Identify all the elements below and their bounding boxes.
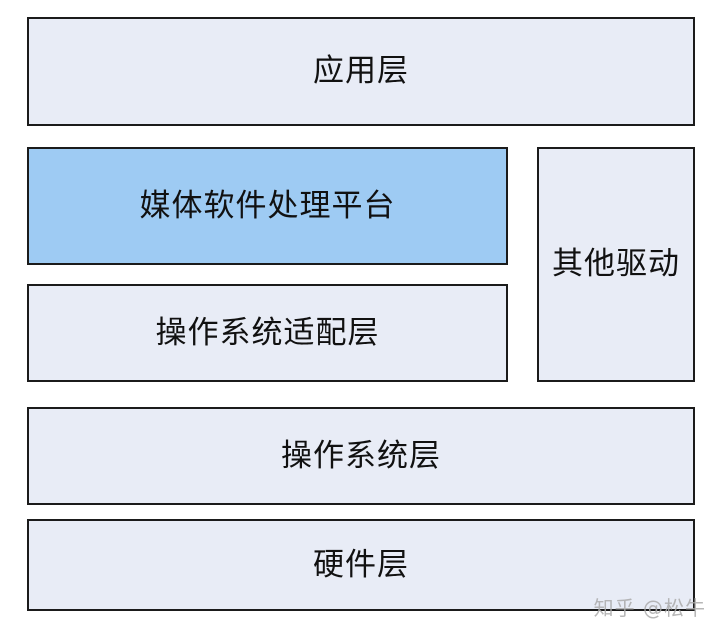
hardware-layer-box: 硬件层 (27, 519, 695, 611)
os-adapter-layer-box: 操作系统适配层 (27, 284, 508, 382)
os-layer-label: 操作系统层 (281, 437, 441, 474)
other-drivers-box: 其他驱动 (537, 147, 695, 382)
media-platform-label: 媒体软件处理平台 (139, 187, 396, 224)
hardware-layer-label: 硬件层 (313, 546, 409, 583)
watermark-text: 知乎 @松牛 (593, 596, 706, 620)
application-layer-box: 应用层 (27, 17, 695, 126)
media-platform-box: 媒体软件处理平台 (27, 147, 508, 265)
other-drivers-label: 其他驱动 (552, 246, 680, 282)
os-adapter-layer-label: 操作系统适配层 (155, 314, 380, 351)
os-layer-box: 操作系统层 (27, 407, 695, 505)
application-layer-label: 应用层 (313, 53, 409, 89)
